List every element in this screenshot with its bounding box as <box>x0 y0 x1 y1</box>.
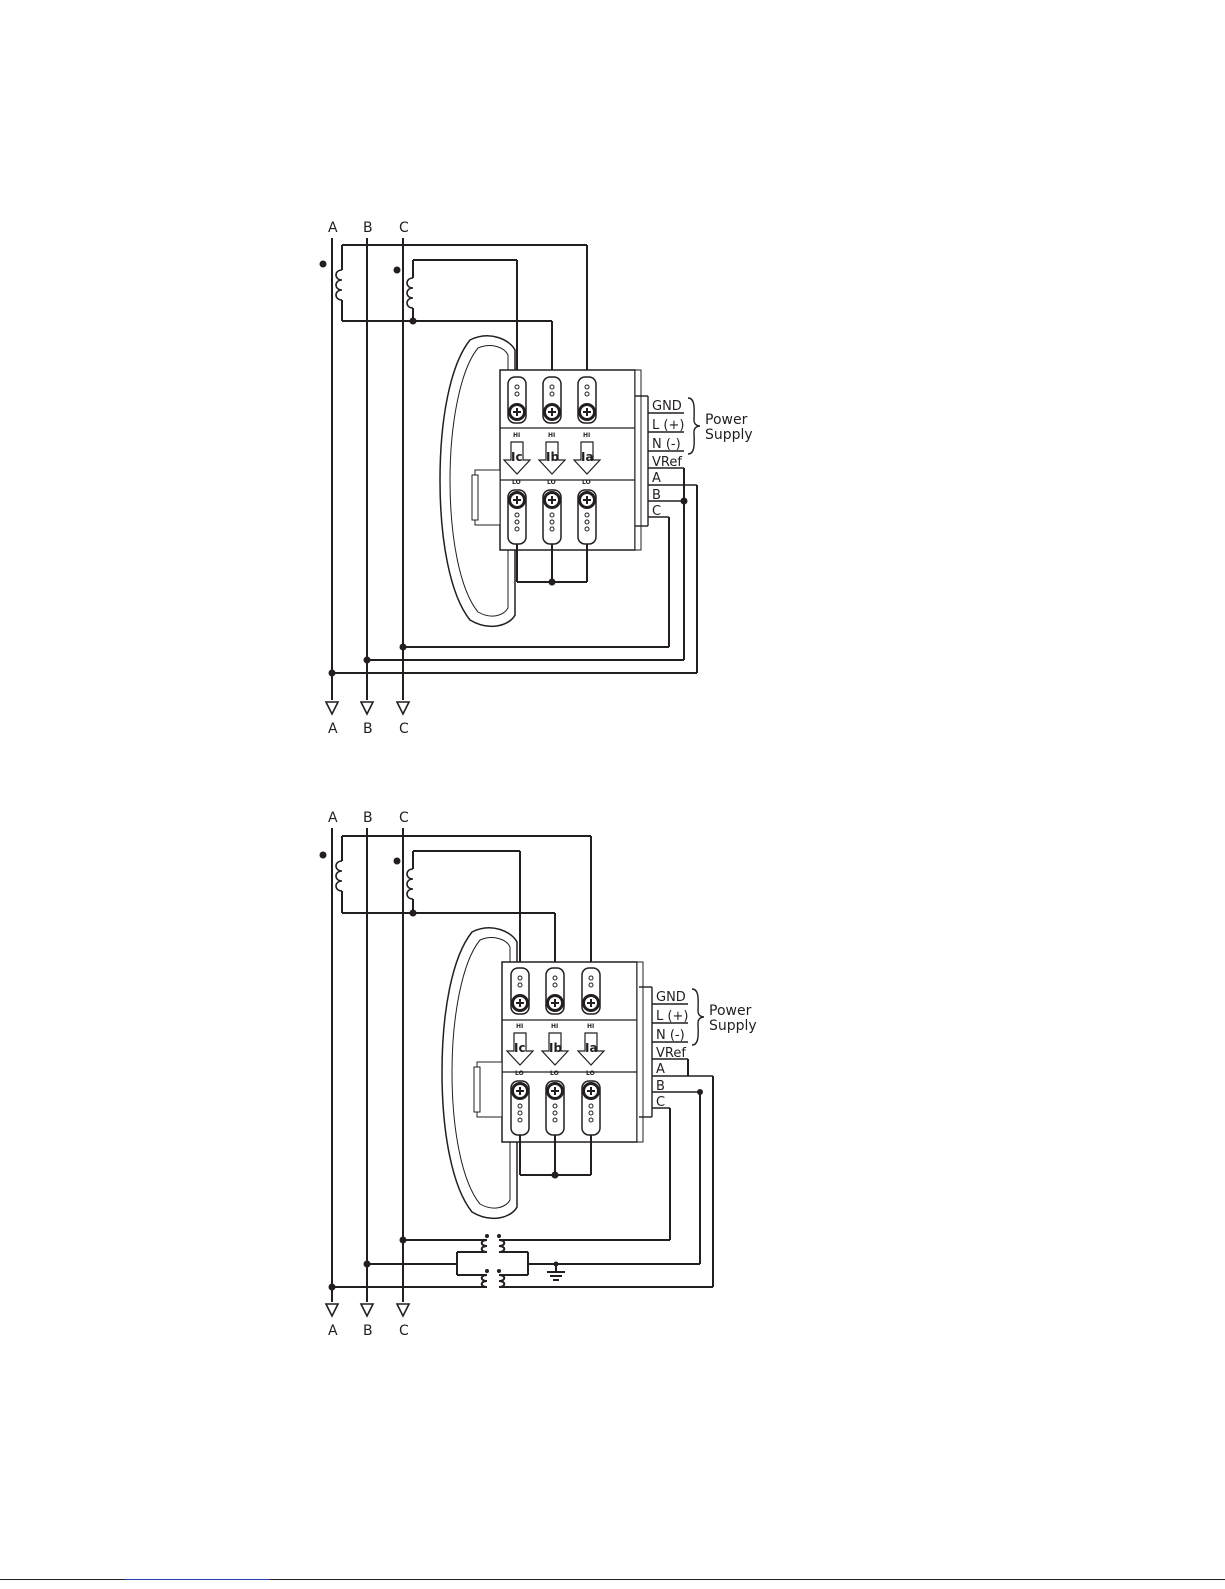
svg-text:HI: HI <box>548 432 555 439</box>
terminal-l: L (+) <box>656 1009 688 1024</box>
terminal-l: L (+) <box>652 418 684 433</box>
power-supply-label-1: Power <box>709 1003 752 1019</box>
phase-label-a-bottom: A <box>328 1323 338 1339</box>
lo-label: LO <box>512 479 521 486</box>
ct-label-ic: Ic <box>514 1041 526 1055</box>
svg-text:HI: HI <box>583 432 590 439</box>
phase-label-c: C <box>399 810 409 826</box>
power-supply-label-1: Power <box>705 412 748 428</box>
ct-label-ib: Ib <box>549 1041 562 1055</box>
svg-text:HI: HI <box>551 1023 558 1030</box>
svg-text:LO: LO <box>582 479 591 486</box>
svg-text:LO: LO <box>515 1070 524 1077</box>
phase-label-c: C <box>399 220 409 236</box>
phase-label-b-bottom: B <box>363 721 373 737</box>
phase-label-b: B <box>363 220 373 236</box>
footer-link-underline <box>125 1576 270 1580</box>
terminal-c: C <box>656 1095 665 1110</box>
terminal-gnd: GND <box>656 990 686 1005</box>
ct-label-ib: Ib <box>546 450 559 464</box>
phase-label-a: A <box>328 220 338 236</box>
svg-text:HI: HI <box>516 1023 523 1030</box>
svg-text:LO: LO <box>550 1070 559 1077</box>
phase-label-a-bottom: A <box>328 721 338 737</box>
phase-label-b: B <box>363 810 373 826</box>
phase-label-c-bottom: C <box>399 1323 409 1339</box>
ct-label-ia: Ia <box>585 1041 598 1055</box>
terminal-b: B <box>652 488 661 503</box>
svg-text:LO: LO <box>547 479 556 486</box>
terminal-n: N (-) <box>652 437 681 452</box>
svg-text:LO: LO <box>586 1070 595 1077</box>
svg-text:HI: HI <box>587 1023 594 1030</box>
phase-label-c-bottom: C <box>399 721 409 737</box>
power-supply-label-2: Supply <box>709 1018 757 1034</box>
wiring-diagram-2: A B C HI HI HI Ic Ib Ia <box>320 810 757 1339</box>
terminal-c: C <box>652 504 661 519</box>
hi-label: HI <box>513 432 520 439</box>
terminal-vref: VRef <box>652 455 682 470</box>
terminal-b: B <box>656 1079 665 1094</box>
terminal-a: A <box>652 471 661 486</box>
wiring-diagram-1: A B C HI HI HI <box>320 220 753 737</box>
ct-label-ia: Ia <box>581 450 594 464</box>
terminal-a: A <box>656 1062 665 1077</box>
terminal-n: N (-) <box>656 1028 685 1043</box>
power-supply-label-2: Supply <box>705 427 753 443</box>
terminal-gnd: GND <box>652 399 682 414</box>
terminal-vref: VRef <box>656 1046 686 1061</box>
phase-label-a: A <box>328 810 338 826</box>
phase-label-b-bottom: B <box>363 1323 373 1339</box>
ct-label-ic: Ic <box>511 450 523 464</box>
